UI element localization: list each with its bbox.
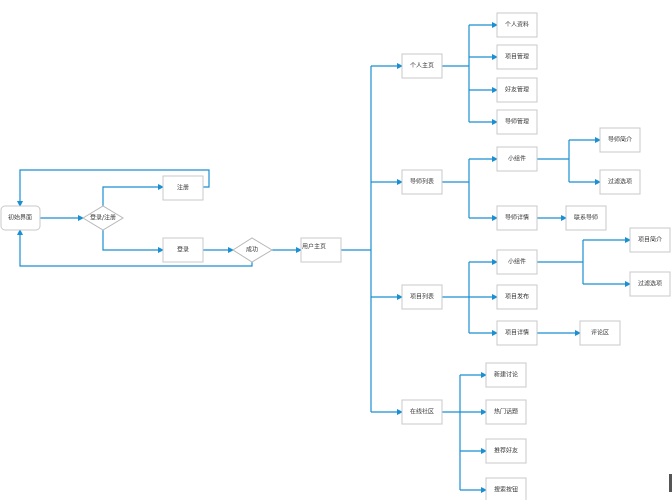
node-comment-area-label: 评论区 — [591, 329, 609, 337]
node-recommend-friends-label: 推荐好友 — [494, 447, 518, 455]
node-project-list-label: 项目列表 — [410, 293, 434, 301]
node-personal-profile-label: 个人资料 — [505, 21, 529, 29]
node-login-label: 登录 — [177, 246, 189, 254]
node-recommend-friends: 推荐好友 — [485, 438, 527, 464]
edge-success-back-to-start — [17, 229, 253, 267]
node-project-intro: 项目简介 — [629, 227, 671, 253]
node-search-button: 搜索按钮 — [485, 477, 527, 500]
node-login-register: 登录/注册 — [82, 205, 124, 231]
node-community: 在线社区 — [401, 399, 443, 425]
node-project-intro-label: 项目简介 — [638, 236, 662, 244]
node-project-detail: 项目详情 — [496, 320, 538, 346]
node-new-discussion-label: 新建讨论 — [494, 371, 518, 379]
node-contact-mentor-label: 联系导师 — [574, 214, 598, 222]
node-personal-home-label: 个人主页 — [410, 62, 434, 70]
node-friend-manage: 好友管理 — [496, 77, 538, 103]
node-comment-area: 评论区 — [579, 320, 621, 346]
node-mentor-list-label: 导师列表 — [410, 178, 434, 186]
node-mentor-detail: 导师详情 — [496, 205, 538, 231]
scrollbar-handle[interactable] — [669, 474, 672, 492]
node-start-label: 初始界面 — [8, 214, 32, 222]
edge-project-widget-trunk — [537, 240, 584, 284]
node-success-label: 成功 — [246, 246, 258, 254]
node-community-label: 在线社区 — [410, 408, 434, 416]
node-personal-profile: 个人资料 — [496, 12, 538, 38]
node-hot-topics-label: 热门话题 — [494, 408, 518, 416]
node-mentor-filter: 过滤选项 — [599, 169, 641, 195]
node-friend-manage-label: 好友管理 — [505, 86, 529, 94]
node-project-detail-label: 项目详情 — [505, 329, 529, 337]
node-login: 登录 — [162, 237, 204, 263]
node-mentor-intro-label: 导师简介 — [608, 136, 632, 144]
edge-mentor-widget-trunk — [537, 140, 570, 182]
node-start: 初始界面 — [0, 205, 41, 231]
node-mentor-manage-label: 导师管理 — [505, 118, 529, 126]
edge-to-register — [102, 184, 164, 208]
node-register: 注册 — [162, 175, 204, 201]
node-personal-home: 个人主页 — [401, 53, 443, 79]
edge-register-back-to-start — [17, 169, 210, 207]
node-login-register-label: 登录/注册 — [90, 214, 116, 222]
node-success: 成功 — [232, 237, 273, 263]
node-project-publish: 项目发布 — [496, 284, 538, 310]
node-mentor-list: 导师列表 — [401, 169, 443, 195]
node-project-manage-label: 项目管理 — [505, 53, 529, 61]
node-mentor-intro: 导师简介 — [599, 127, 641, 153]
node-project-filter-label: 过滤选项 — [638, 280, 662, 288]
node-project-publish-label: 项目发布 — [505, 293, 529, 301]
node-project-widget: 小组件 — [496, 249, 538, 275]
node-hot-topics: 热门话题 — [485, 399, 527, 425]
node-search-button-label: 搜索按钮 — [494, 486, 518, 494]
node-new-discussion: 新建讨论 — [485, 362, 527, 388]
node-mentor-widget: 小组件 — [496, 146, 538, 172]
node-project-filter: 过滤选项 — [629, 271, 671, 297]
node-project-widget-label: 小组件 — [508, 258, 526, 266]
node-project-list: 项目列表 — [401, 284, 443, 310]
node-project-manage: 项目管理 — [496, 44, 538, 70]
edge-project-trunk — [442, 262, 470, 333]
node-mentor-manage: 导师管理 — [496, 109, 538, 135]
edge-mentor-trunk — [442, 159, 470, 218]
node-mentor-widget-label: 小组件 — [508, 155, 526, 163]
edge-to-login — [102, 228, 164, 253]
edge-personal-trunk — [442, 25, 470, 122]
edge-community-trunk — [442, 375, 461, 490]
edges — [17, 22, 631, 493]
node-contact-mentor: 联系导师 — [565, 205, 607, 231]
node-user-home: 用户主页 — [300, 237, 342, 263]
node-register-label: 注册 — [177, 184, 189, 192]
node-mentor-filter-label: 过滤选项 — [608, 178, 632, 186]
node-mentor-detail-label: 导师详情 — [505, 214, 529, 222]
node-user-home-label: 用户主页 — [302, 243, 326, 251]
